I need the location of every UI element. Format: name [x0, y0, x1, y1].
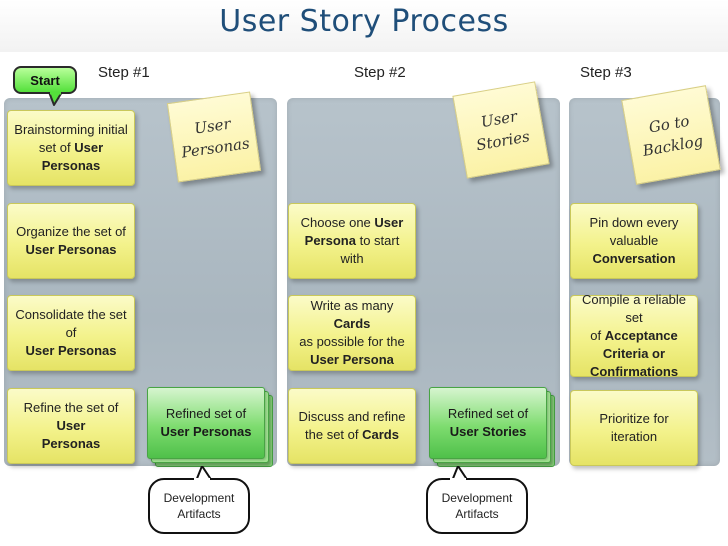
card-text-line: Persona to start with	[294, 232, 410, 268]
card-text-segment: Brainstorming initial	[14, 122, 128, 137]
step1-artifact-line-2: User Personas	[160, 424, 252, 439]
card-text-line: Write as many Cards	[294, 297, 410, 333]
step1-label: Step #1	[98, 64, 150, 81]
card-text-line: User Personas	[13, 342, 129, 360]
card-text-segment: Discuss and refine	[298, 409, 406, 424]
card-text-line: User Personas	[16, 241, 126, 259]
card-text-emphasis: User Persona	[310, 352, 394, 367]
step3-label: Step #3	[580, 64, 632, 81]
card-text-line: Organize the set of	[16, 223, 126, 241]
step1-bubble-line-1: Development	[163, 491, 235, 505]
card-text-line: Refine the set of User	[13, 399, 129, 435]
card-text-segment: Prioritize for iteration	[599, 411, 669, 444]
card-text-line: Personas	[13, 435, 129, 453]
card-text: Prioritize for iteration	[576, 410, 692, 446]
card-text-segment: Compile a reliable set	[581, 292, 687, 325]
card-text-emphasis: Criteria or	[602, 346, 666, 361]
card-text-segment: Pin down every	[589, 215, 679, 230]
step1-artifact-card: Refined set of User Personas	[147, 387, 265, 459]
card-text-emphasis: Cards	[333, 316, 371, 331]
step2-bubble-line-1: Development	[441, 491, 513, 505]
step2-artifact-line-1: Refined set of	[447, 406, 529, 421]
card-text-line: Confirmations	[576, 363, 692, 381]
start-bubble: Start	[13, 66, 77, 94]
step1-card-3: Consolidate the set of User Personas	[7, 295, 135, 371]
step3-card-3: Prioritize for iteration	[570, 390, 698, 466]
page-title: User Story Process	[219, 4, 509, 39]
card-text-segment: as possible for the	[299, 334, 405, 349]
card-text-line: Brainstorming initial	[13, 121, 129, 139]
card-text-segment: Consolidate the set of	[15, 307, 127, 340]
step2-bubble-tail-join	[450, 478, 466, 482]
card-text-line: Criteria or	[576, 345, 692, 363]
card-text-emphasis: Confirmations	[589, 364, 679, 379]
step2-artifact-line-2: User Stories	[449, 424, 527, 439]
card-text-emphasis: User Personas	[41, 140, 104, 173]
card-text: Organize the set of User Personas	[16, 223, 126, 259]
card-text-emphasis: Cards	[362, 427, 399, 442]
step1-card-1: Brainstorming initial set of User Persona…	[7, 110, 135, 186]
card-text-segment: of	[590, 328, 605, 343]
card-text-line: User Persona	[294, 351, 410, 369]
start-label: Start	[30, 72, 60, 88]
card-text-emphasis: Persona	[304, 233, 356, 248]
card-text-emphasis: User	[374, 215, 404, 230]
card-text-emphasis: User Personas	[25, 343, 117, 358]
card-text: Brainstorming initial set of User Persona…	[13, 121, 129, 175]
card-text-line: Pin down every	[590, 214, 679, 232]
card-text-emphasis: Conversation	[592, 251, 676, 266]
step2-label: Step #2	[354, 64, 406, 81]
card-text: Consolidate the set of User Personas	[13, 306, 129, 360]
card-text-line: Consolidate the set of	[13, 306, 129, 342]
card-text-segment: set of	[38, 140, 75, 155]
card-text-emphasis: User Personas	[25, 242, 117, 257]
card-text-emphasis: User	[56, 418, 86, 433]
card-text-line: Choose one User	[294, 214, 410, 232]
card-text-segment: Organize the set of	[16, 224, 126, 239]
step2-card-3: Discuss and refine the set of Cards	[288, 388, 416, 464]
card-text-segment: Write as many	[310, 298, 394, 313]
card-text: Discuss and refine the set of Cards	[299, 408, 406, 444]
card-text-segment: Refine the set of	[23, 400, 119, 415]
step1-card-2: Organize the set of User Personas	[7, 203, 135, 279]
card-text-line: Discuss and refine	[299, 408, 406, 426]
card-text-line: the set of Cards	[299, 426, 406, 444]
card-text-line: set of User Personas	[13, 139, 129, 175]
step2-bubble-line-2: Artifacts	[455, 507, 499, 521]
card-text-line: Conversation	[590, 250, 679, 268]
card-text-segment: Choose one	[300, 215, 375, 230]
step2-artifact-card: Refined set of User Stories	[429, 387, 547, 459]
card-text-line: of Acceptance	[576, 327, 692, 345]
card-text-line: as possible for the	[294, 333, 410, 351]
start-bubble-tail	[48, 92, 63, 106]
card-text-line: valuable	[590, 232, 679, 250]
card-text-segment: to start with	[340, 233, 400, 266]
step1-bubble-line-2: Artifacts	[177, 507, 221, 521]
card-text-emphasis: Acceptance	[604, 328, 678, 343]
card-text-line: Prioritize for iteration	[576, 410, 692, 446]
card-text-segment: valuable	[609, 233, 659, 248]
card-text-emphasis: Personas	[41, 436, 101, 451]
card-text-segment: the set of	[305, 427, 363, 442]
step1-bubble-tail-join	[194, 478, 210, 482]
title-band	[0, 0, 728, 52]
step1-artifact-line-1: Refined set of	[165, 406, 247, 421]
card-text-line: Compile a reliable set	[576, 291, 692, 327]
